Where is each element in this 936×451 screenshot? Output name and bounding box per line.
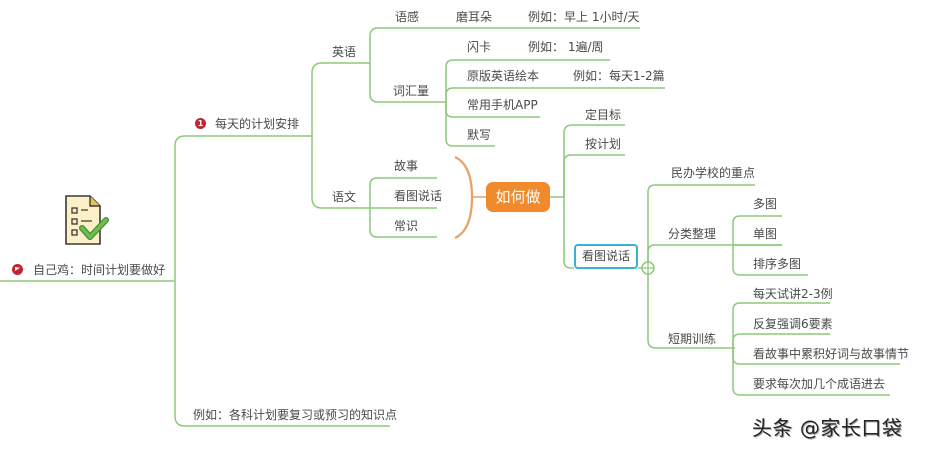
node-set-goal[interactable]: 定目标 <box>585 108 622 122</box>
node-story[interactable]: 故事 <box>394 159 419 173</box>
node-multi-pic[interactable]: 多图 <box>753 197 778 211</box>
node-key-point[interactable]: 民办学校的重点 <box>671 166 756 180</box>
node-daily-plan[interactable]: 每天的计划安排 <box>215 117 300 131</box>
root-node[interactable]: 自己鸡：时间计划要做好 <box>33 263 166 277</box>
node-single-pic[interactable]: 单图 <box>753 227 778 241</box>
node-vocab[interactable]: 词汇量 <box>393 84 430 98</box>
node-how-to-do[interactable]: 如何做 <box>486 182 550 212</box>
node-training-1[interactable]: 每天试讲2-3例 <box>753 287 833 301</box>
node-example-review[interactable]: 例如：各科计划要复习或预习的知识点 <box>193 408 398 422</box>
checklist-document-icon <box>65 195 109 245</box>
flag-icon <box>12 264 23 275</box>
node-english[interactable]: 英语 <box>332 45 357 59</box>
node-training-2[interactable]: 反复强调6要素 <box>753 317 833 331</box>
watermark: 头条 @家长口袋 <box>752 416 903 440</box>
node-dictation[interactable]: 默写 <box>467 128 492 142</box>
node-training-3[interactable]: 看故事中累积好词与故事情节 <box>753 347 910 361</box>
node-classify[interactable]: 分类整理 <box>668 227 717 241</box>
node-training-4[interactable]: 要求每次加几个成语进去 <box>753 377 886 391</box>
node-sort-multi-pic[interactable]: 排序多图 <box>753 257 802 271</box>
node-kantu[interactable]: 看图说话 <box>394 189 443 203</box>
node-yugan[interactable]: 语感 <box>395 10 420 24</box>
node-picture-book[interactable]: 原版英语绘本 <box>467 69 540 83</box>
node-yugan-example[interactable]: 例如：早上 1小时/天 <box>528 10 640 24</box>
node-follow-plan[interactable]: 按计划 <box>585 137 622 151</box>
node-flashcard[interactable]: 闪卡 <box>467 40 492 54</box>
priority-1-icon: 1 <box>195 118 206 129</box>
node-app[interactable]: 常用手机APP <box>467 98 538 112</box>
node-moerduo[interactable]: 磨耳朵 <box>456 10 493 24</box>
node-picture-book-example[interactable]: 例如：每天1-2篇 <box>573 69 665 83</box>
node-flashcard-example[interactable]: 例如： 1遍/周 <box>528 40 604 54</box>
node-common-sense[interactable]: 常识 <box>394 219 419 233</box>
node-training[interactable]: 短期训练 <box>668 332 717 346</box>
node-chinese[interactable]: 语文 <box>332 190 357 204</box>
node-kantu-selected[interactable]: 看图说话 <box>574 244 638 269</box>
